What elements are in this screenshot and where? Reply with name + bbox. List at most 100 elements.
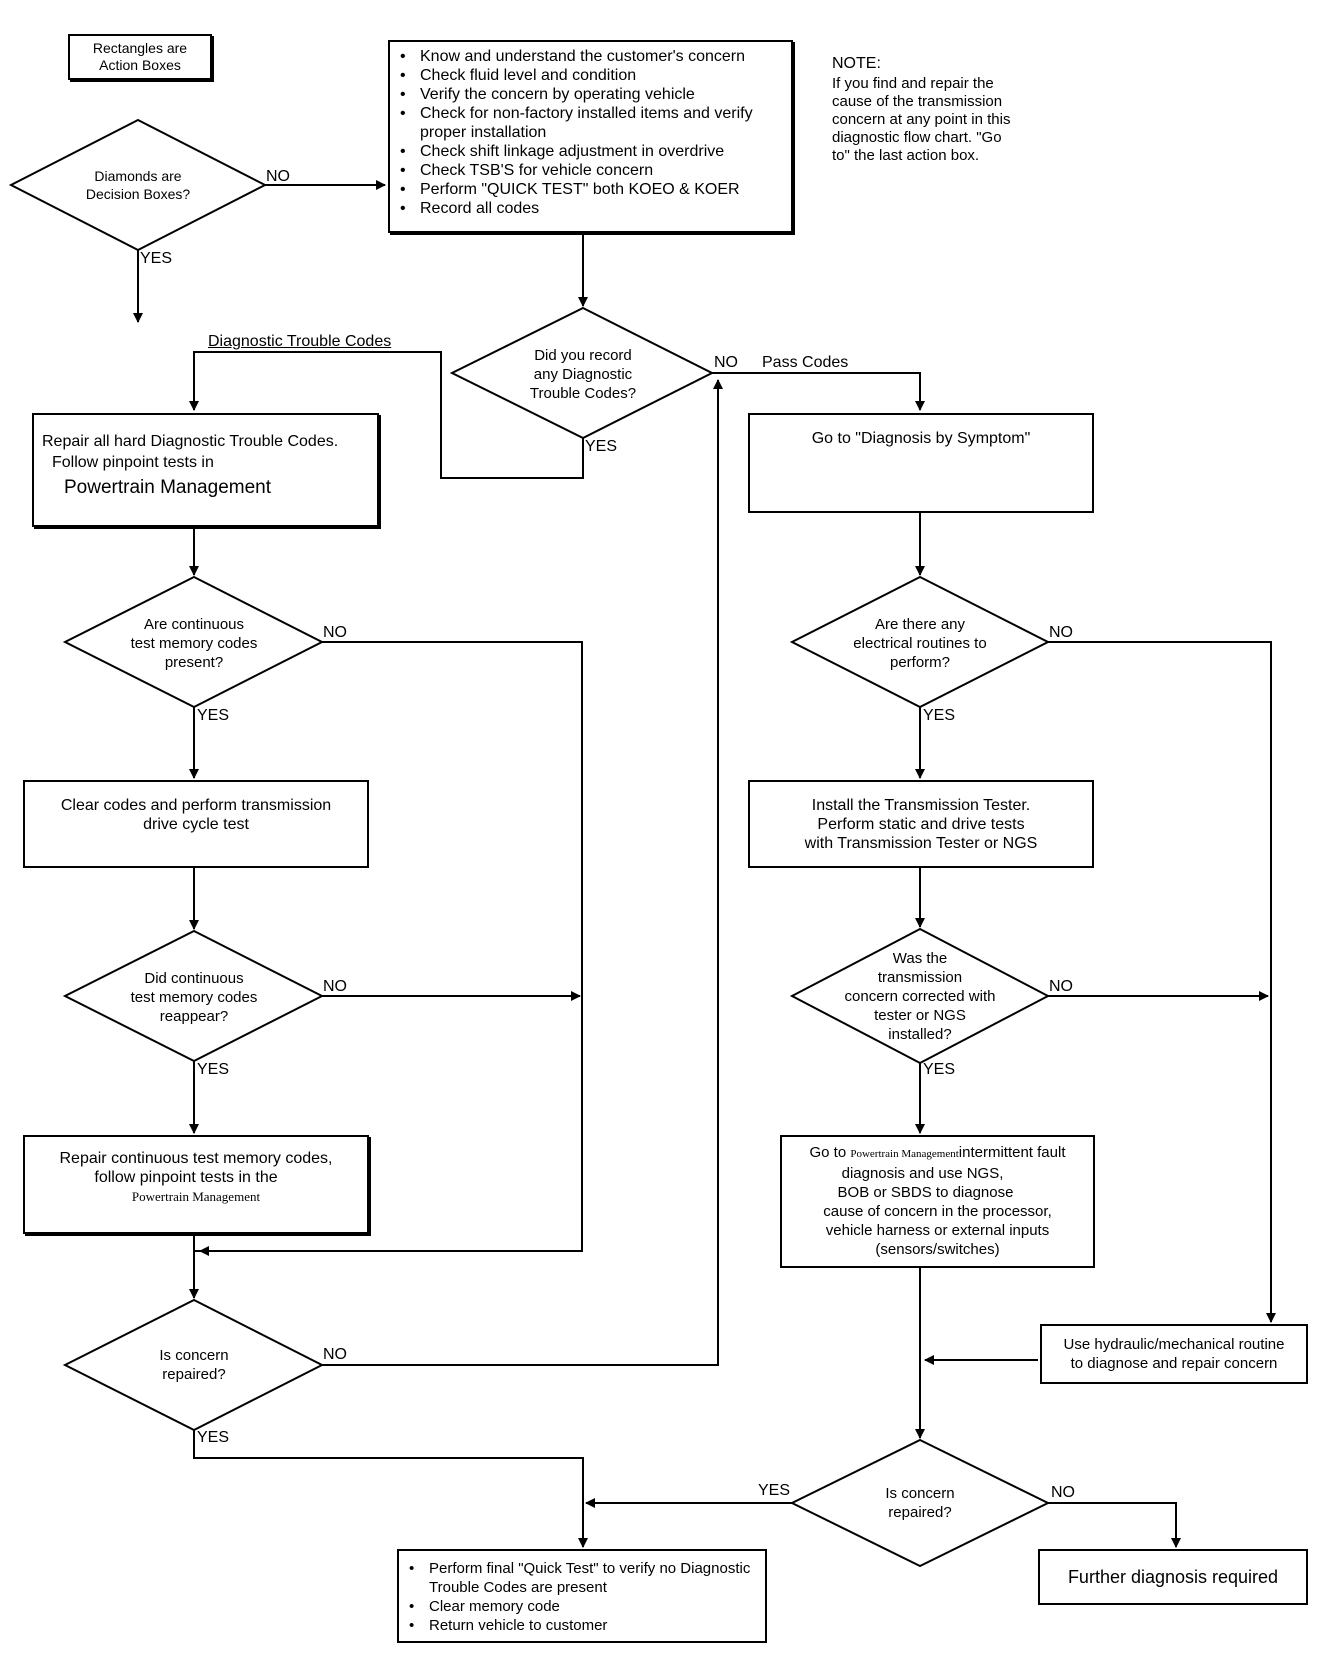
repaired-left-yes-label: YES	[197, 1429, 230, 1446]
continuous-line: test memory codes	[130, 634, 258, 652]
repair-continuous-line2: follow pinpoint tests in the	[94, 1169, 278, 1186]
hydraulic-line1: Use hydraulic/mechanical routine	[1063, 1336, 1285, 1353]
corrected-diamond-text: Was the transmission concern corrected w…	[826, 948, 1014, 1044]
repair-hard-line1: Repair all hard Diagnostic Trouble Codes…	[42, 433, 339, 450]
record-line: any Diagnostic	[533, 365, 633, 383]
intermittent-line1: Go to Powertrain Managementintermittent …	[782, 1143, 1093, 1164]
diagnosis-by-symptom-box: Go to "Diagnosis by Symptom"	[748, 413, 1094, 513]
final-action-box: Perform final "Quick Test" to verify no …	[397, 1549, 767, 1643]
intermittent-line5: vehicle harness or external inputs	[825, 1222, 1050, 1239]
final-item: Clear memory code	[399, 1597, 759, 1616]
further-text: Further diagnosis required	[1067, 1566, 1279, 1587]
final-item: Return vehicle to customer	[399, 1616, 759, 1635]
electrical-line: Are there any	[874, 615, 966, 633]
final-item: Perform final "Quick Test" to verify no …	[399, 1559, 759, 1597]
start-item: Perform "QUICK TEST" both KOEO & KOER	[390, 180, 785, 199]
legend-action-box: Rectangles are Action Boxes	[68, 34, 212, 80]
corrected-line: tester or NGS	[874, 1006, 966, 1024]
reappear-line: Did continuous	[144, 969, 244, 987]
legend-rect-line1: Rectangles are	[92, 40, 188, 56]
electrical-line: perform?	[889, 653, 951, 671]
start-item: Check shift linkage adjustment in overdr…	[390, 142, 785, 161]
corrected-line: Was the	[892, 949, 948, 967]
corrected-no-label: NO	[1049, 978, 1073, 995]
tester-line3: with Transmission Tester or NGS	[804, 834, 1038, 852]
clear-codes-line1: Clear codes and perform transmission	[60, 797, 332, 814]
repaired-right-line: repaired?	[888, 1504, 952, 1521]
clear-codes-line2: drive cycle test	[143, 816, 249, 833]
pass-codes-label: Pass Codes	[762, 354, 849, 371]
continuous-line: present?	[164, 653, 224, 671]
intermittent-rest1: intermittent fault	[958, 1144, 1066, 1161]
start-item: Verify the concern by operating vehicle	[390, 85, 785, 104]
start-item: Check for non-factory installed items an…	[390, 104, 785, 142]
record-line: Trouble Codes?	[529, 384, 637, 402]
continuous-line: Are continuous	[143, 615, 245, 633]
repaired-right-line: Is concern	[885, 1485, 955, 1502]
further-diagnosis-box: Further diagnosis required	[1038, 1549, 1308, 1605]
repair-hard-dtc-box: Repair all hard Diagnostic Trouble Codes…	[32, 413, 379, 527]
electrical-yes-label: YES	[923, 707, 956, 724]
intermittent-line3: BOB or SBDS to diagnose	[837, 1184, 1014, 1201]
intermittent-fault-box: Go to Powertrain Managementintermittent …	[780, 1135, 1095, 1268]
hydraulic-routine-box: Use hydraulic/mechanical routine to diag…	[1040, 1324, 1308, 1384]
repaired-left-diamond-text: Is concern repaired?	[124, 1345, 264, 1385]
record-line: Did you record	[534, 346, 632, 364]
note-line: concern at any point in this	[832, 111, 1011, 128]
note-line: If you find and repair the	[832, 75, 994, 92]
tester-line2: Perform static and drive tests	[817, 815, 1025, 833]
continuous-diamond-text: Are continuous test memory codes present…	[108, 614, 280, 672]
repair-continuous-line3: Powertrain Management	[131, 1189, 261, 1204]
repaired-right-no-label: NO	[1051, 1484, 1075, 1501]
start-checklist: Know and understand the customer's conce…	[390, 47, 785, 218]
legend-diamond-text: Diamonds are Decision Boxes?	[58, 160, 218, 210]
start-item: Check fluid level and condition	[390, 66, 785, 85]
record-yes-label: YES	[585, 438, 618, 455]
reappear-line: reappear?	[159, 1007, 229, 1025]
reappear-line: test memory codes	[130, 988, 258, 1006]
note-line: cause of the transmission	[832, 93, 1003, 110]
legend-no-label: NO	[266, 168, 290, 185]
start-item: Know and understand the customer's conce…	[390, 47, 785, 66]
electrical-no-label: NO	[1049, 624, 1073, 641]
continuous-yes-label: YES	[197, 707, 230, 724]
intermittent-line4: cause of concern in the processor,	[823, 1203, 1052, 1220]
diamond-repaired-right	[789, 1438, 1051, 1568]
note-line: diagnostic flow chart. "Go	[832, 129, 1002, 146]
tester-line1: Install the Transmission Tester.	[811, 796, 1031, 814]
legend-rect-line2: Action Boxes	[99, 57, 181, 73]
intermittent-line6: (sensors/switches)	[875, 1241, 1000, 1258]
reappear-no-label: NO	[323, 978, 347, 995]
legend-yes-label: YES	[140, 250, 173, 267]
intermittent-pm-link: Powertrain Management	[850, 1148, 959, 1160]
electrical-line: electrical routines to	[853, 634, 987, 652]
corrected-line: concern corrected with	[844, 987, 996, 1005]
legend-diamond-line2: Decision Boxes?	[85, 186, 191, 202]
note-line: to" the last action box.	[832, 147, 980, 164]
hydraulic-line2: to diagnose and repair concern	[1070, 1355, 1278, 1372]
intermittent-line2: diagnosis and use NGS,	[841, 1165, 1004, 1182]
corrected-line: installed?	[888, 1025, 952, 1043]
repaired-right-diamond-text: Is concern repaired?	[850, 1483, 990, 1523]
reappear-diamond-text: Did continuous test memory codes reappea…	[108, 968, 280, 1026]
intermittent-go-to: Go to	[809, 1144, 851, 1161]
dtc-path-label: Diagnostic Trouble Codes	[208, 333, 392, 350]
electrical-diamond-text: Are there any electrical routines to per…	[834, 614, 1006, 672]
record-no-label: NO	[714, 354, 738, 371]
repair-hard-line2: Follow pinpoint tests in	[52, 454, 214, 471]
note-heading: NOTE:	[832, 55, 881, 72]
repair-hard-line3: Powertrain Management	[64, 477, 271, 498]
repaired-right-yes-label: YES	[758, 1482, 791, 1499]
repaired-left-no-label: NO	[323, 1346, 347, 1363]
legend-diamond-line1: Diamonds are	[94, 168, 182, 184]
clear-codes-box: Clear codes and perform transmission dri…	[23, 780, 369, 868]
start-action-box: Know and understand the customer's conce…	[388, 40, 793, 233]
symptom-text: Go to "Diagnosis by Symptom"	[811, 430, 1031, 447]
start-item: Record all codes	[390, 199, 785, 218]
record-diamond-text: Did you record any Diagnostic Trouble Co…	[500, 343, 666, 405]
repair-continuous-line1: Repair continuous test memory codes,	[59, 1150, 333, 1167]
continuous-no-label: NO	[323, 624, 347, 641]
corrected-yes-label: YES	[923, 1061, 956, 1078]
